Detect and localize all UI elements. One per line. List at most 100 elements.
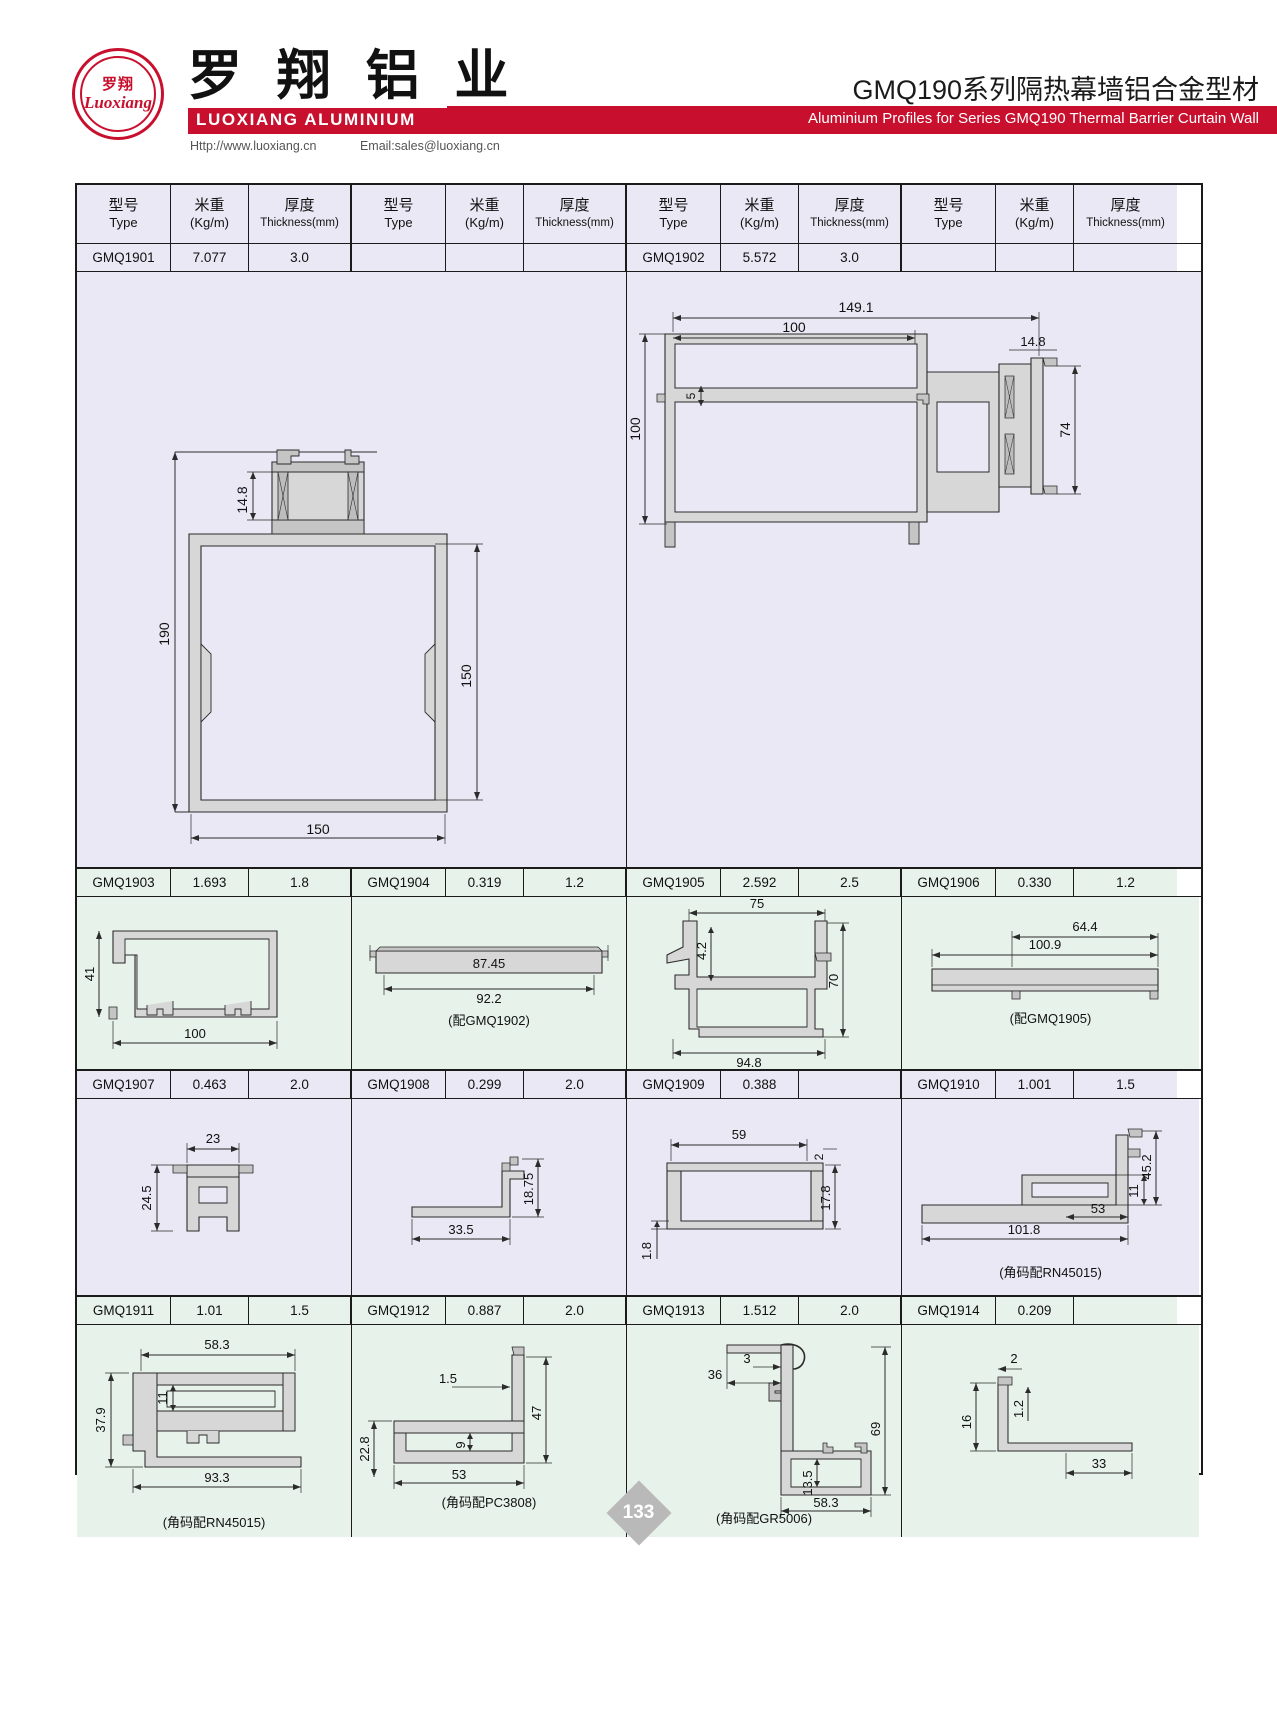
dim-4-2: 4.2 (694, 942, 709, 960)
cell-type: GMQ1913 (627, 1297, 721, 1324)
dim-100: 100 (184, 1026, 206, 1041)
cell-weight: 7.077 (171, 244, 249, 271)
page-number-text: 133 (622, 1502, 655, 1523)
header-en: Type (659, 215, 688, 231)
drawing-cell-gmq1902: 149.1 100 100 5 14.8 74 (627, 272, 1201, 867)
header-en: Type (934, 215, 963, 231)
cell-type (352, 244, 446, 271)
page-number-badge: 133 (603, 1480, 675, 1546)
drawing-cell-gmq1907: 23 24.5 (77, 1099, 352, 1295)
cell-type: GMQ1914 (902, 1297, 996, 1324)
cell-thickness: 1.5 (1074, 1071, 1177, 1098)
dim-22-8: 22.8 (357, 1436, 372, 1461)
header-cell-thickness-3: 厚度 Thickness(mm) (799, 185, 902, 243)
caption-gmq1913: (角码配GR5006) (715, 1511, 813, 1526)
brand-name-chinese: 罗 翔 铝 业 (188, 44, 517, 107)
header-cn: 米重 (744, 196, 775, 214)
dim-74: 74 (1057, 422, 1073, 438)
dim-36: 36 (708, 1367, 722, 1382)
page-title-chinese: GMQ190系列隔热幕墙铝合金型材 (852, 75, 1259, 105)
header-en: Thickness(mm) (260, 217, 339, 230)
caption-gmq1906: (配GMQ1905) (1009, 1011, 1092, 1026)
gmq1906-cross-section: 100.9 64.4 (931, 919, 1159, 1000)
table-row: GMQ1901 7.077 3.0 GMQ1902 5.572 3.0 (77, 244, 1201, 272)
gmq1907-cross-section: 23 24.5 (139, 1131, 254, 1232)
table-row: GMQ1907 0.463 2.0 GMQ1908 0.299 2.0 GMQ1… (77, 1070, 1201, 1099)
cell-thickness: 1.2 (524, 869, 627, 896)
caption-gmq1910: (角码配RN45015) (999, 1265, 1102, 1280)
cell-thickness: 2.0 (524, 1071, 627, 1098)
cell-weight: 1.01 (171, 1297, 249, 1324)
header-en: (Kg/m) (190, 215, 229, 231)
header-cn: 厚度 (1110, 197, 1141, 215)
drawing-row-2: 41 100 (77, 897, 1201, 1070)
cell-weight: 1.512 (721, 1297, 799, 1324)
profile-table: 型号 Type 米重 (Kg/m) 厚度 Thickness(mm) 型号 Ty… (75, 183, 1203, 1537)
dim-94-8: 94.8 (736, 1055, 761, 1069)
header-cn: 厚度 (284, 197, 315, 215)
header-cell-weight-4: 米重 (Kg/m) (996, 185, 1074, 243)
cell-weight: 0.330 (996, 869, 1074, 896)
dim-18-75: 18.75 (521, 1173, 536, 1206)
dim-1-5: 1.5 (439, 1371, 457, 1386)
dim-41: 41 (82, 967, 97, 981)
cell-type: GMQ1902 (627, 244, 721, 271)
header-cell-weight-3: 米重 (Kg/m) (721, 185, 799, 243)
website-text: Http://www.luoxiang.cn (190, 139, 317, 153)
company-logo-seal: 罗翔 Luoxiang (72, 48, 164, 140)
drawing-cell-gmq1911: 58.3 37.9 11 93.3 (角码配RN45015) (77, 1325, 352, 1537)
header-cell-thickness-2: 厚度 Thickness(mm) (524, 185, 627, 243)
dim-16: 16 (959, 1415, 974, 1429)
dim-92-2: 92.2 (476, 991, 501, 1006)
header-cn: 厚度 (834, 197, 865, 215)
dim-149-1: 149.1 (838, 299, 873, 315)
title-red-bar (447, 106, 1277, 134)
header-cn: 米重 (194, 196, 225, 214)
cell-type: GMQ1911 (77, 1297, 171, 1324)
drawing-cell-gmq1904: 87.45 92.2 (配GMQ1902) (352, 897, 627, 1069)
dim-190: 190 (156, 622, 172, 646)
header-cell-type-3: 型号 Type (627, 185, 721, 243)
cell-thickness (1074, 244, 1177, 271)
table-row: GMQ1903 1.693 1.8 GMQ1904 0.319 1.2 GMQ1… (77, 868, 1201, 897)
dim-13-5: 13.5 (800, 1470, 815, 1495)
dim-33-5: 33.5 (448, 1222, 473, 1237)
brand-red-bar (188, 108, 470, 134)
table-row: GMQ1911 1.01 1.5 GMQ1912 0.887 2.0 GMQ19… (77, 1296, 1201, 1325)
gmq1905-cross-section: 75 4.2 70 94.8 (666, 897, 849, 1069)
cell-thickness: 3.0 (799, 244, 902, 271)
dim-150-h: 150 (306, 821, 330, 837)
dim-69: 69 (868, 1422, 883, 1436)
dim-14-8: 14.8 (1020, 334, 1045, 349)
dim-93-3: 93.3 (204, 1470, 229, 1485)
gmq1913-cross-section: 3 36 69 13.5 58.3 (708, 1343, 891, 1517)
gmq1901-cross-section: 190 14.8 150 150 (156, 449, 483, 844)
dim-5: 5 (684, 392, 698, 399)
dim-11: 11 (1126, 1184, 1141, 1198)
gmq1910-cross-section: 45.2 11 53 101.8 (921, 1128, 1162, 1245)
dim-2: 2 (1010, 1351, 1017, 1366)
dim-53: 53 (452, 1467, 466, 1482)
dim-75: 75 (750, 897, 764, 911)
drawing-cell-gmq1901: 190 14.8 150 150 (77, 272, 627, 867)
dim-64-4: 64.4 (1072, 919, 1097, 934)
cell-type: GMQ1905 (627, 869, 721, 896)
gmq1911-cross-section: 58.3 37.9 11 93.3 (93, 1337, 302, 1493)
logo-inner-ring: 罗翔 Luoxiang (80, 56, 156, 132)
dim-100-9: 100.9 (1029, 937, 1062, 952)
dim-1-8: 1.8 (639, 1242, 654, 1260)
header-en: Type (384, 215, 413, 231)
cell-weight: 0.463 (171, 1071, 249, 1098)
header-cell-thickness-1: 厚度 Thickness(mm) (249, 185, 352, 243)
cell-type: GMQ1909 (627, 1071, 721, 1098)
drawing-row-1: 190 14.8 150 150 (77, 272, 1201, 868)
dim-37-9: 37.9 (93, 1407, 108, 1432)
dim-47: 47 (529, 1406, 544, 1420)
header-cell-thickness-4: 厚度 Thickness(mm) (1074, 185, 1177, 243)
header-cell-type-1: 型号 Type (77, 185, 171, 243)
header-cn: 米重 (469, 196, 500, 214)
cell-thickness: 2.5 (799, 869, 902, 896)
dim-17-8: 17.8 (818, 1185, 833, 1210)
gmq1903-cross-section: 41 100 (82, 930, 278, 1049)
dim-58-3: 58.3 (813, 1495, 838, 1510)
